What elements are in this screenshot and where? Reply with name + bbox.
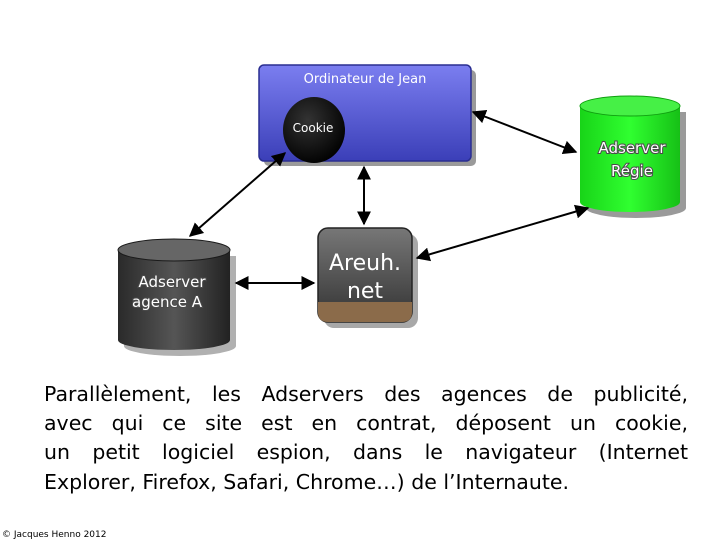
adserver-regie-cylinder: Adserver Régie: [579, 95, 686, 218]
agence-label-line2: agence A: [132, 293, 203, 311]
cookie-label: Cookie: [293, 121, 334, 135]
areuh-net-box: Areuh. net: [317, 227, 418, 328]
regie-label-line1: Adserver: [598, 139, 666, 157]
agence-label-line1: Adserver: [138, 273, 206, 291]
arrow-computer-regie: [471, 110, 578, 154]
regie-label-line2: Régie: [611, 162, 653, 180]
adserver-agence-cylinder: Adserver agence A: [117, 238, 236, 356]
arrow-areuh-regie: [415, 204, 590, 262]
areuh-label-line1: Areuh.: [329, 251, 401, 276]
arrow-cookie-agence: [188, 152, 287, 237]
caption-line: avec qui ce site est en contrat, déposen…: [44, 411, 688, 436]
cookie-circle: Cookie: [283, 97, 345, 163]
ad-tracking-diagram: Ordinateur de Jean Cookie Adserver Régie…: [117, 64, 686, 356]
copyright-notice: © Jacques Henno 2012: [2, 530, 107, 540]
caption-line: Parallèlement, les Adservers des agences…: [44, 382, 688, 406]
caption-paragraph: Parallèlement, les Adservers des agences…: [44, 380, 688, 497]
caption-line: un petit logiciel espion, dans le naviga…: [44, 440, 688, 465]
areuh-label-line2: net: [347, 279, 383, 304]
caption-line: Explorer, Firefox, Safari, Chrome…) de l…: [44, 469, 570, 494]
computer-title: Ordinateur de Jean: [304, 72, 427, 87]
